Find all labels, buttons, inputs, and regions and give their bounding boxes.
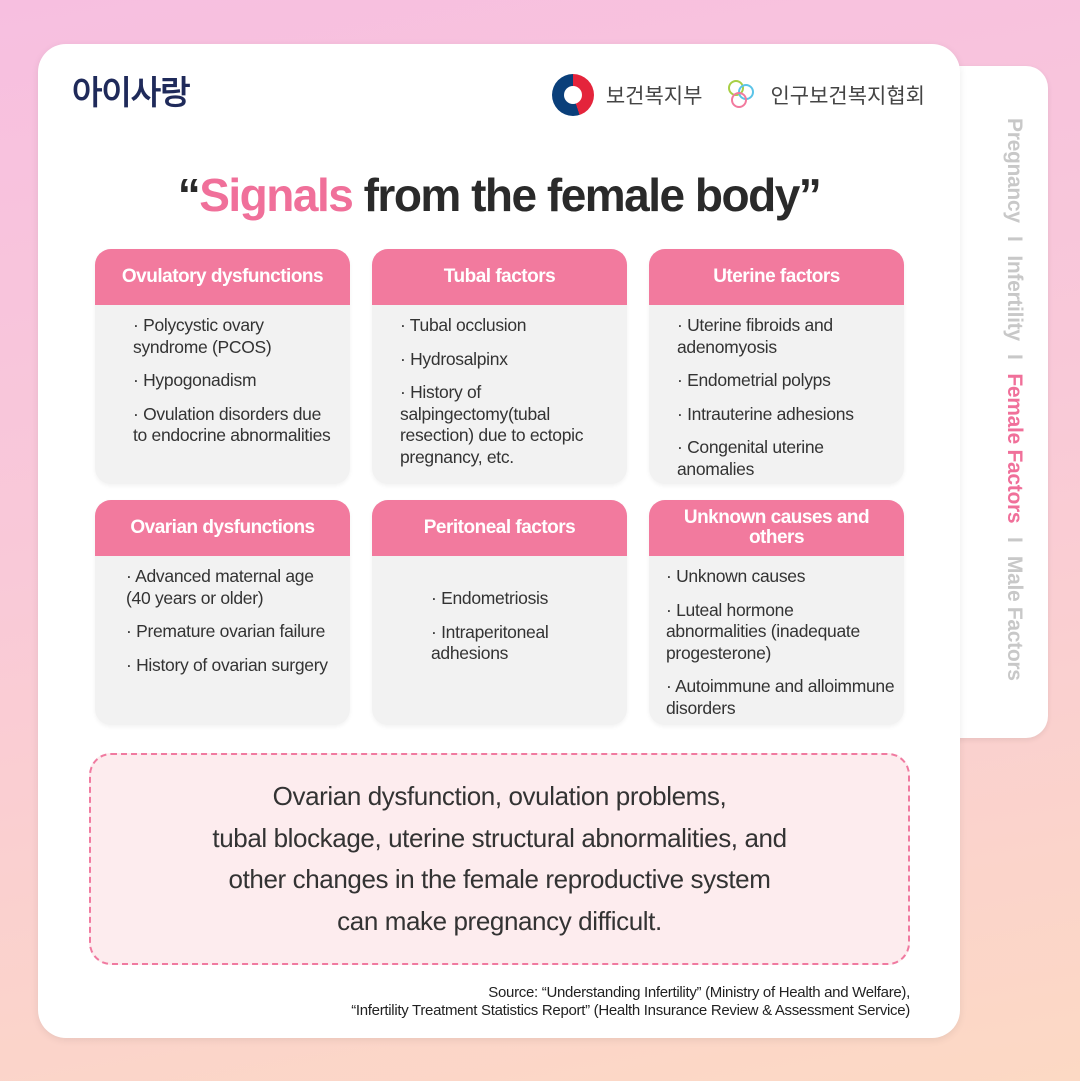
card-header: Peritoneal factors bbox=[372, 500, 627, 556]
card-header: Ovulatory dysfunctions bbox=[95, 249, 350, 305]
factor-card-tubal: Tubal factors Tubal occlusionHydrosalpin… bbox=[372, 249, 627, 484]
callout-line: other changes in the female reproductive… bbox=[228, 864, 771, 894]
list-item: Intrauterine adhesions bbox=[677, 404, 888, 426]
side-nav-infertility[interactable]: Infertility bbox=[1003, 255, 1026, 341]
callout-line: can make pregnancy difficult. bbox=[337, 905, 662, 936]
ministry-name: 보건복지부 bbox=[605, 84, 703, 108]
factor-card-ovulatory: Ovulatory dysfunctions Polycystic ovary … bbox=[95, 249, 350, 484]
card-header: Tubal factors bbox=[372, 249, 627, 305]
card-header: Unknown causes and others bbox=[649, 500, 904, 556]
factor-card-peritoneal: Peritoneal factors EndometriosisIntraper… bbox=[372, 500, 627, 725]
title-highlight: Signals bbox=[199, 169, 354, 221]
list-item: Endometrial polyps bbox=[677, 370, 888, 392]
separator: I bbox=[1003, 236, 1026, 242]
list-item: Tubal occlusion bbox=[400, 315, 611, 337]
card-header: Ovarian dysfunctions bbox=[95, 500, 350, 556]
title-rest: from the female body bbox=[352, 169, 801, 221]
side-nav-pregnancy[interactable]: Pregnancy bbox=[1003, 118, 1026, 223]
source-line: Source: “Understanding Infertility” (Min… bbox=[488, 984, 910, 1001]
factor-card-unknown: Unknown causes and others Unknown causes… bbox=[649, 500, 904, 725]
association-rings-icon bbox=[728, 80, 758, 110]
list-item: Polycystic ovary syndrome (PCOS) bbox=[133, 315, 334, 358]
list-item: Uterine fibroids and adenomyosis bbox=[677, 315, 888, 358]
list-item: Premature ovarian failure bbox=[126, 621, 334, 643]
side-nav-female-factors[interactable]: Female Factors bbox=[1003, 373, 1026, 524]
factor-card-uterine: Uterine factors Uterine fibroids and ade… bbox=[649, 249, 904, 484]
summary-callout: Ovarian dysfunction, ovulation problems,… bbox=[89, 753, 910, 965]
callout-line: Ovarian dysfunction, ovulation problems, bbox=[272, 781, 727, 811]
list-item: Advanced maternal age (40 years or older… bbox=[126, 566, 334, 609]
list-item: History of salpingectomy(tubal resection… bbox=[400, 382, 611, 468]
list-item: Intraperitoneal adhesions bbox=[431, 622, 611, 665]
government-emblem-icon bbox=[551, 74, 594, 116]
side-nav: Pregnancy I Infertility I Female Factors… bbox=[1002, 118, 1026, 681]
card-header: Uterine factors bbox=[649, 249, 904, 305]
list-item: Autoimmune and alloimmune disorders bbox=[666, 676, 896, 719]
side-nav-male-factors[interactable]: Male Factors bbox=[1003, 555, 1026, 681]
quote-close: ” bbox=[798, 169, 822, 221]
list-item: Hydrosalpinx bbox=[400, 349, 611, 371]
list-item: Ovulation disorders due to endocrine abn… bbox=[133, 404, 334, 447]
callout-line: tubal blockage, uterine structural abnor… bbox=[212, 822, 787, 853]
separator: I bbox=[1003, 536, 1026, 543]
list-item: History of ovarian surgery bbox=[126, 655, 334, 677]
brand-logo: 아이사랑 bbox=[72, 73, 190, 112]
quote-open: “ bbox=[177, 169, 201, 221]
list-item: Endometriosis bbox=[431, 588, 611, 610]
source-line: “Infertility Treatment Statistics Report… bbox=[351, 1002, 910, 1019]
factor-card-ovarian: Ovarian dysfunctions Advanced maternal a… bbox=[95, 500, 350, 725]
list-item: Hypogonadism bbox=[133, 370, 334, 392]
list-item: Congenital uterine anomalies bbox=[677, 437, 888, 480]
association-name: 인구보건복지협회 bbox=[770, 84, 925, 108]
source-citation: Source: “Understanding Infertility” (Min… bbox=[351, 984, 910, 1020]
list-item: Unknown causes bbox=[666, 566, 896, 588]
partner-logos: 보건복지부 인구보건복지협회 bbox=[551, 74, 925, 116]
list-item: Luteal hormone abnormalities (inadequate… bbox=[666, 600, 896, 665]
separator: I bbox=[1003, 354, 1026, 360]
page-title: “Signals from the female body” bbox=[0, 168, 998, 222]
